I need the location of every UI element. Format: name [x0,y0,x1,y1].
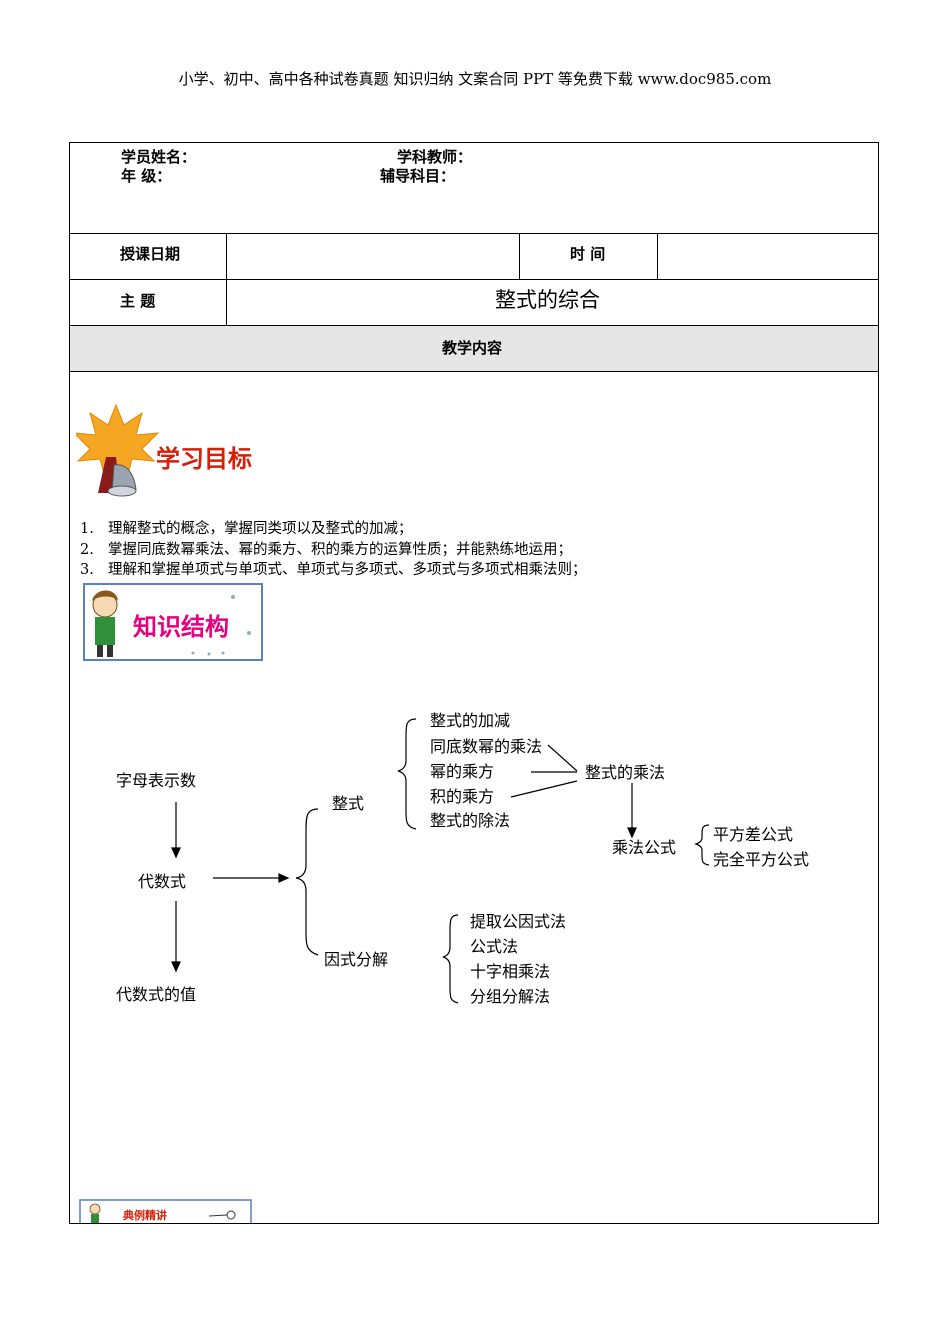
objective-item: 2.掌握同底数幂乘法、幂的乘方、积的乘方的运算性质；并能熟练地运用； [80,542,572,558]
grade-label: 年 级： [121,167,172,185]
row-divider [70,233,878,234]
magnifier-icon [208,1210,236,1220]
structure-banner: 知识结构 [83,583,263,661]
objectives-banner-text: 学习目标 [156,445,252,473]
node-multiplication: 整式的乘法 [585,763,666,782]
examples-banner: 典例精讲 [79,1199,252,1223]
structure-banner-text: 知识结构 [133,613,229,641]
node-same-base: 同底数幂的乘法 [430,737,543,756]
subject-label: 辅导科目： [380,167,456,185]
node-mult-formula: 乘法公式 [612,838,677,857]
lesson-table: 学员姓名： 学科教师： 年 级： 辅导科目： 授课日期 时 间 主 题 整式的综… [69,142,879,1224]
date-label: 授课日期 [120,245,181,263]
node-letters: 字母表示数 [116,771,197,790]
teacher-label: 学科教师： [397,148,473,166]
node-diff-squares: 平方差公式 [713,825,794,844]
node-division: 整式的除法 [430,811,511,830]
node-value: 代数式的值 [116,985,197,1004]
topic-label: 主 题 [120,292,156,310]
objective-item: 3.理解和掌握单项式与单项式、单项式与多项式、多项式与多项式相乘法则； [80,562,587,578]
figure-icon [89,1203,101,1223]
node-factor: 因式分解 [324,950,389,969]
node-add-sub: 整式的加减 [430,711,511,730]
node-formula-method: 公式法 [470,937,519,956]
node-perfect-square: 完全平方公式 [713,850,810,869]
node-algebraic: 代数式 [138,872,187,891]
bell-icon [98,457,137,497]
objective-item: 1.理解整式的概念，掌握同类项以及整式的加减； [80,521,413,537]
objectives-banner: 学习目标 [76,403,252,497]
node-common-factor: 提取公因式法 [470,912,567,931]
snowflake-icon [191,595,251,656]
node-grouping: 分组分解法 [470,987,551,1006]
node-cross-method: 十字相乘法 [470,962,551,981]
student-name-label: 学员姓名： [121,148,197,166]
structure-diagram [171,718,710,1004]
examples-banner-text: 典例精讲 [123,1208,167,1222]
node-polynomial: 整式 [332,794,365,813]
node-product-power: 积的乘方 [430,787,495,806]
watermark-header: 小学、初中、高中各种试卷真题 知识归纳 文案合同 PPT 等免费下载 www.d… [178,70,772,88]
time-label: 时 间 [570,245,606,263]
node-power-power: 幂的乘方 [430,762,495,781]
student-avatar-icon [92,590,118,657]
content-header: 教学内容 [442,339,503,357]
content-header-bg [70,326,878,371]
topic-title: 整式的综合 [495,288,600,312]
